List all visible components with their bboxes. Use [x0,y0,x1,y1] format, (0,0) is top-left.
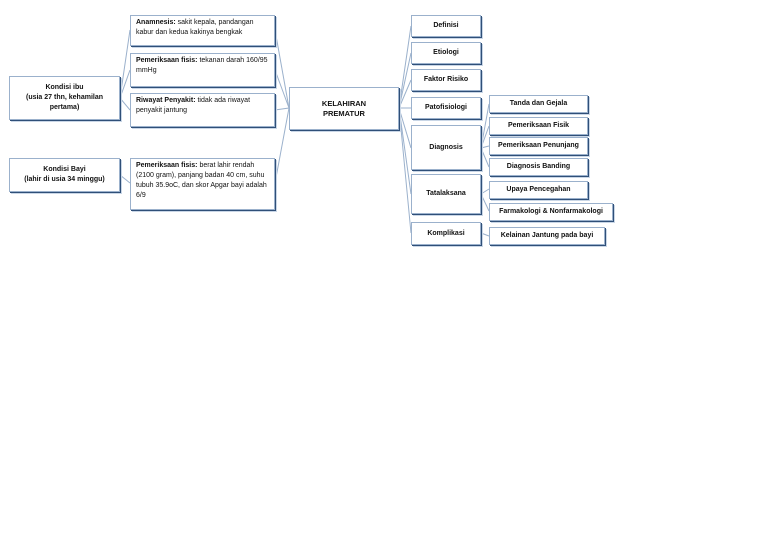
topic-faktor-risiko: Faktor Risiko [411,69,481,91]
anamnesis-text: sakit kepala, pandangan kabur dan kedua … [136,19,254,36]
diagnosis-item: Tanda dan Gejala [489,95,588,113]
komplikasi-item: Kelainan Jantung pada bayi [489,227,605,245]
topic-etiologi: Etiologi [411,42,481,64]
mother-exam-label: Pemeriksaan fisis: [136,57,198,64]
history-node: Riwayat Penyakit: tidak ada riwayat peny… [130,93,275,127]
baby-condition-node: Kondisi Bayi (lahir di usia 34 minggu) [9,158,120,192]
baby-exam-node: Pemeriksaan fisis: berat lahir rendah (2… [130,158,275,210]
tatalaksana-item: Upaya Pencegahan [489,181,588,199]
root-node: KELAHIRAN PREMATUR [289,87,399,130]
diagnosis-item-label: Tanda dan Gejala [509,100,568,107]
mother-condition-node: Kondisi ibu (usia 27 thn, kehamilan pert… [9,76,120,120]
tatalaksana-item-label: Farmakologi & Nonfarmakologi [499,208,603,215]
diagnosis-item-label: Pemeriksaan Fisik [507,122,570,129]
anamnesis-node: Anamnesis: sakit kepala, pandangan kabur… [130,15,275,46]
root-line-2: PREMATUR [323,108,365,118]
topic-komplikasi: Komplikasi [411,222,481,245]
topic-definisi: Definisi [411,15,481,37]
topic-label: Tatalaksana [426,190,466,197]
baby-exam-text: berat lahir rendah (2100 gram), panjang … [136,162,267,199]
tatalaksana-item: Farmakologi & Nonfarmakologi [489,203,613,221]
topic-tatalaksana: Tatalaksana [411,174,481,214]
baby-subtitle: (lahir di usia 34 minggu) [24,176,105,183]
history-label: Riwayat Penyakit: [136,97,196,104]
diagnosis-item: Pemeriksaan Fisik [489,117,588,135]
root-line-1: KELAHIRAN [321,98,367,108]
diagnosis-item: Diagnosis Banding [489,158,588,176]
topic-label: Patofisiologi [425,104,467,111]
anamnesis-label: Anamnesis: [136,19,176,26]
tatalaksana-item-label: Upaya Pencegahan [506,186,571,193]
diagnosis-item: Pemeriksaan Penunjang [489,137,588,155]
topic-label: Etiologi [433,49,459,56]
topic-label: Definisi [433,22,459,29]
baby-title: Kondisi Bayi [43,166,86,173]
mother-subtitle: (usia 27 thn, kehamilan pertama) [25,94,104,111]
topic-label: Diagnosis [429,143,463,151]
mother-exam-node: Pemeriksaan fisis: tekanan darah 160/95 … [130,53,275,87]
topic-diagnosis: Diagnosis [411,125,481,170]
topic-label: Komplikasi [427,229,465,237]
diagnosis-item-label: Pemeriksaan Penunjang [498,142,579,149]
mother-title: Kondisi ibu [45,84,84,91]
topic-patofisiologi: Patofisiologi [411,97,481,119]
history-text: tidak ada riwayat penyakit jantung [136,97,251,114]
diagnosis-item-label: Diagnosis Banding [506,163,571,170]
topic-label: Faktor Risiko [423,76,469,83]
baby-exam-label: Pemeriksaan fisis: [136,162,198,169]
komplikasi-item-label: Kelainan Jantung pada bayi [500,232,594,239]
mother-exam-text: tekanan darah 160/95 mmHg [136,57,268,74]
